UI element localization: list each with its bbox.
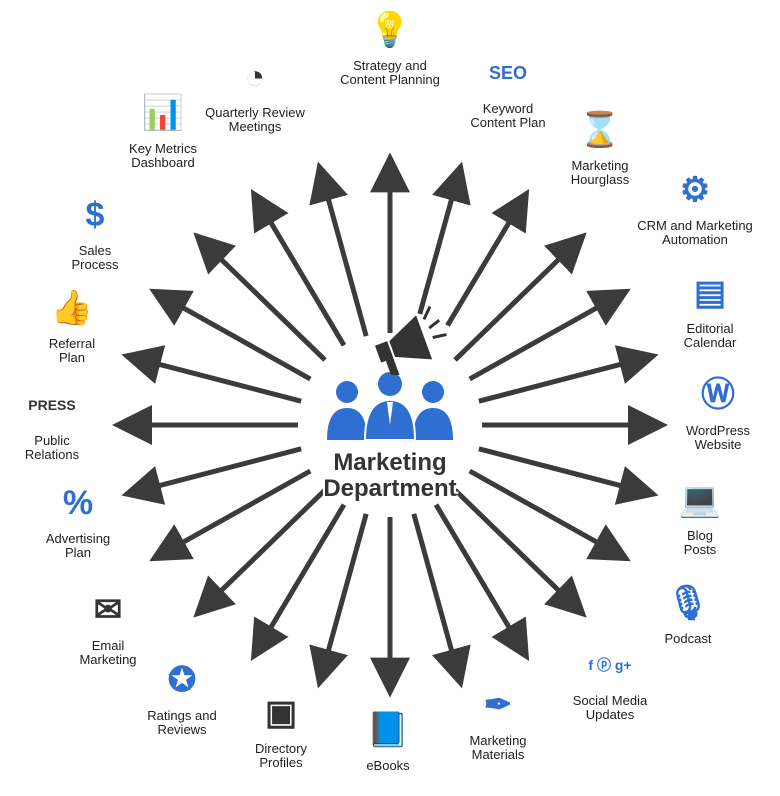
node-label: Blog Posts — [683, 528, 717, 557]
node-strategy-and-content-planning: 💡 Strategy and Content Planning — [315, 5, 465, 87]
center-title-line1: Marketing — [333, 449, 447, 476]
browser-percent-icon: % — [62, 484, 94, 522]
node-key-metrics-dashboard: 📊 Key Metrics Dashboard — [88, 88, 238, 170]
arrow — [433, 503, 530, 662]
social-media-icon: f ⓟ g+ — [588, 657, 632, 673]
arrow — [250, 503, 347, 662]
node-label: Keyword Content Plan — [470, 101, 546, 130]
arrow — [250, 188, 347, 347]
arrow — [453, 488, 587, 618]
node-label: WordPress Website — [685, 423, 751, 452]
arrow — [149, 468, 312, 562]
pen-nib-icon: ✒ — [483, 686, 513, 724]
laptop-megaphone-icon: 💻 — [678, 481, 722, 519]
node-label: Key Metrics Dashboard — [129, 141, 197, 170]
press-newspaper-icon: PRESS — [28, 397, 76, 413]
arrow — [411, 513, 471, 689]
gear-dollar-icon: $ — [85, 196, 105, 234]
seo-network-icon: SEO — [488, 63, 527, 83]
node-email-marketing: ✉ Email Marketing — [33, 585, 183, 667]
arrow — [149, 288, 312, 382]
node-referral-plan: 👍 Referral Plan — [0, 283, 147, 365]
node-directory-profiles: ▣ Directory Profiles — [206, 688, 356, 770]
node-label: Social Media Updates — [572, 693, 648, 722]
wordpress-icon: Ⓦ — [701, 376, 735, 414]
node-sales-process: $ Sales Process — [20, 190, 170, 272]
node-label: eBooks — [366, 758, 410, 773]
node-ebooks: 📘 eBooks — [313, 705, 463, 773]
arrow — [193, 232, 327, 362]
arrow — [478, 446, 659, 505]
bar-chart-icon: 📊 — [141, 94, 185, 132]
node-keyword-content-plan: SEO Keyword Content Plan — [433, 48, 583, 130]
node-label: Marketing Materials — [469, 733, 527, 762]
node-label: Strategy and Content Planning — [340, 58, 440, 87]
node-label: Editorial Calendar — [683, 321, 737, 350]
node-blog-posts: 💻 Blog Posts — [625, 475, 775, 557]
pie-check-icon: ◔ — [244, 58, 266, 96]
team-icon — [327, 372, 453, 440]
directory-icon: ▣ — [264, 694, 298, 732]
node-label: Marketing Hourglass — [570, 158, 630, 187]
node-ratings-and-reviews: ✪ Ratings and Reviews — [107, 655, 257, 737]
arrow — [417, 161, 471, 315]
node-editorial-calendar: ▤ Editorial Calendar — [635, 268, 780, 350]
node-label: Quarterly Review Meetings — [205, 105, 305, 134]
node-podcast: 🎙 Podcast — [613, 578, 763, 646]
center-hub: Marketing Department — [305, 345, 475, 515]
node-marketing-hourglass: ⌛ Marketing Hourglass — [525, 105, 675, 187]
arrow — [193, 488, 327, 618]
email-megaphone-icon: ✉ — [93, 591, 123, 629]
node-advertising-plan: % Advertising Plan — [3, 478, 153, 560]
node-label: Email Marketing — [79, 638, 137, 667]
node-label: Public Relations — [24, 433, 80, 462]
node-social-media-updates: f ⓟ g+ Social Media Updates — [535, 640, 685, 722]
node-label: Podcast — [664, 631, 712, 646]
node-quarterly-review-meetings: ◔ Quarterly Review Meetings — [180, 52, 330, 134]
center-title-line2: Department — [323, 475, 457, 502]
award-star-icon: ✪ — [167, 661, 197, 699]
thumbs-up-icon: 👍 — [50, 289, 94, 327]
browser-gear-icon: ⚙ — [679, 171, 711, 209]
arrow — [468, 288, 631, 382]
node-crm-and-marketing-automation: ⚙ CRM and Marketing Automation — [620, 165, 770, 247]
node-marketing-materials: ✒ Marketing Materials — [423, 680, 573, 762]
book-icon: 📘 — [366, 711, 410, 749]
node-label: CRM and Marketing Automation — [637, 218, 753, 247]
arrow — [445, 188, 530, 327]
node-public-relations: PRESS Public Relations — [0, 380, 127, 462]
node-wordpress-website: Ⓦ WordPress Website — [643, 370, 780, 452]
arrow — [309, 161, 369, 337]
arrow — [121, 446, 302, 505]
node-label: Referral Plan — [48, 336, 96, 365]
arrow — [453, 232, 587, 362]
lightbulb-icon: 💡 — [368, 11, 412, 49]
arrow — [478, 345, 659, 404]
calendar-icon: ▤ — [693, 274, 727, 312]
node-label: Ratings and Reviews — [147, 708, 217, 737]
arrow — [468, 468, 631, 562]
node-label: Advertising Plan — [45, 531, 111, 560]
megaphone-icon — [375, 305, 447, 375]
arrow — [309, 513, 369, 689]
arrow — [121, 345, 302, 404]
hourglass-icon: ⌛ — [578, 111, 622, 149]
microphone-icon: 🎙 — [666, 584, 710, 622]
node-label: Directory Profiles — [254, 741, 307, 770]
node-label: Sales Process — [71, 243, 119, 272]
